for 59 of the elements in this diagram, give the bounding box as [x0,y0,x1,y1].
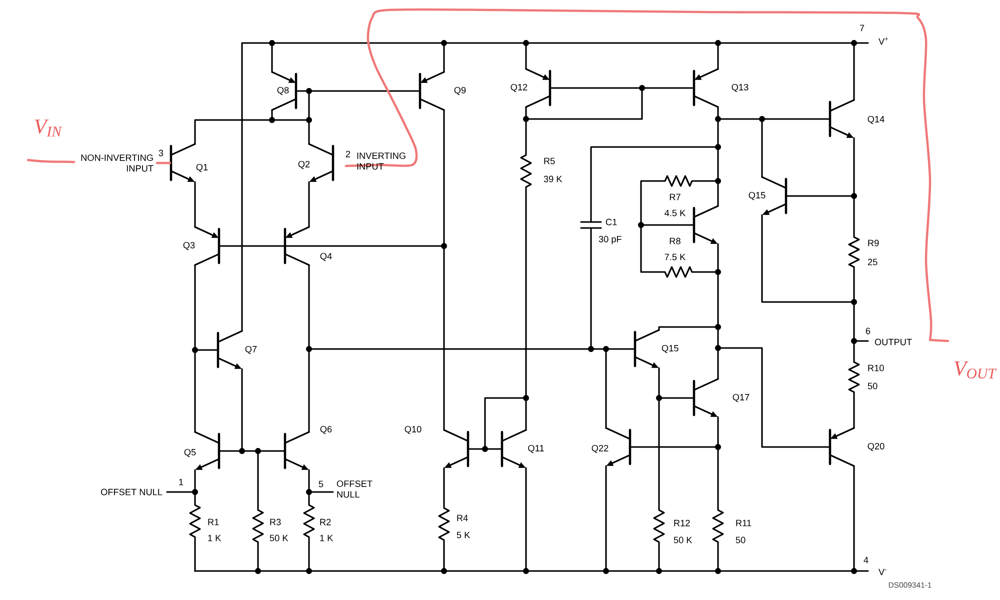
component-label: R10 [868,364,884,372]
transistor-label: Q10 [404,426,422,434]
component-value: 39 K [544,176,562,182]
component-value: 50 [736,536,746,544]
transistor-label: Q5 [184,448,196,458]
component-label: R4 [457,514,468,522]
component-label: R1 [208,518,219,526]
handwritten-label: V$_{OUT}$ [954,362,997,379]
transistor-label: Q1 [196,164,208,172]
transistor-label: Q17 [732,394,750,402]
transistor-label: Q9 [454,86,466,96]
component-value: 30 pF [598,236,622,244]
transistor-label: Q12 [510,84,528,92]
pin-number: 5 [318,480,324,488]
component-label: R12 [674,520,690,526]
pin-label: INVERTING INPUT [357,152,406,170]
component-value: 1 K [320,534,334,542]
component-value: 50 K [674,536,692,544]
transistor-label: Q4 [320,252,332,262]
transistor-label: Q14 [868,116,884,124]
component-label: C1 [606,218,617,226]
pin-label: OFFSET NULL [101,488,162,496]
component-label: R8 [670,238,680,244]
transistor-label: Q8 [277,86,289,96]
handwritten-label: V$_{IN}$ [34,120,62,136]
pin-number: 7 [860,24,864,32]
transistor-label: Q6 [320,426,332,434]
transistor-label: Q20 [868,442,884,452]
component-value: 25 [868,258,878,266]
component-label: R11 [736,520,752,526]
component-label: R7 [670,194,680,200]
supply-label: V$^{-}$ [878,568,886,576]
component-value: 50 K [270,534,288,542]
component-label: R2 [320,518,331,526]
pin-number: 6 [866,328,870,334]
pin-number: 4 [864,556,868,564]
pin-number: 2 [346,150,350,158]
transistor-label: Q22 [592,444,608,454]
component-value: 50 [868,382,878,390]
transistor-label: Q3 [183,242,195,250]
component-value: 5 K [456,532,470,538]
pin-label: NON-INVERTING INPUT [81,154,154,172]
transistor-label: Q15 [748,192,766,200]
pin-label: OUTPUT [874,338,912,346]
transistor-label: Q11 [528,444,544,454]
transistor-label: Q2 [298,160,310,170]
pin-number: 1 [179,478,184,486]
pin-number: 3 [158,150,164,156]
component-label: R5 [544,158,555,164]
component-value: 7.5 K [664,254,686,260]
component-value: 1 K [208,534,222,542]
component-value: 4.5 K [664,210,686,216]
component-label: R9 [868,240,879,246]
pin-label: OFFSET NULL [336,480,372,498]
transistor-label: Q15 [662,344,678,354]
transistor-label: Q13 [732,84,748,92]
transistor-label: Q7 [245,346,257,354]
component-label: R3 [270,518,281,526]
supply-label: V$^{+}$ [878,37,888,45]
